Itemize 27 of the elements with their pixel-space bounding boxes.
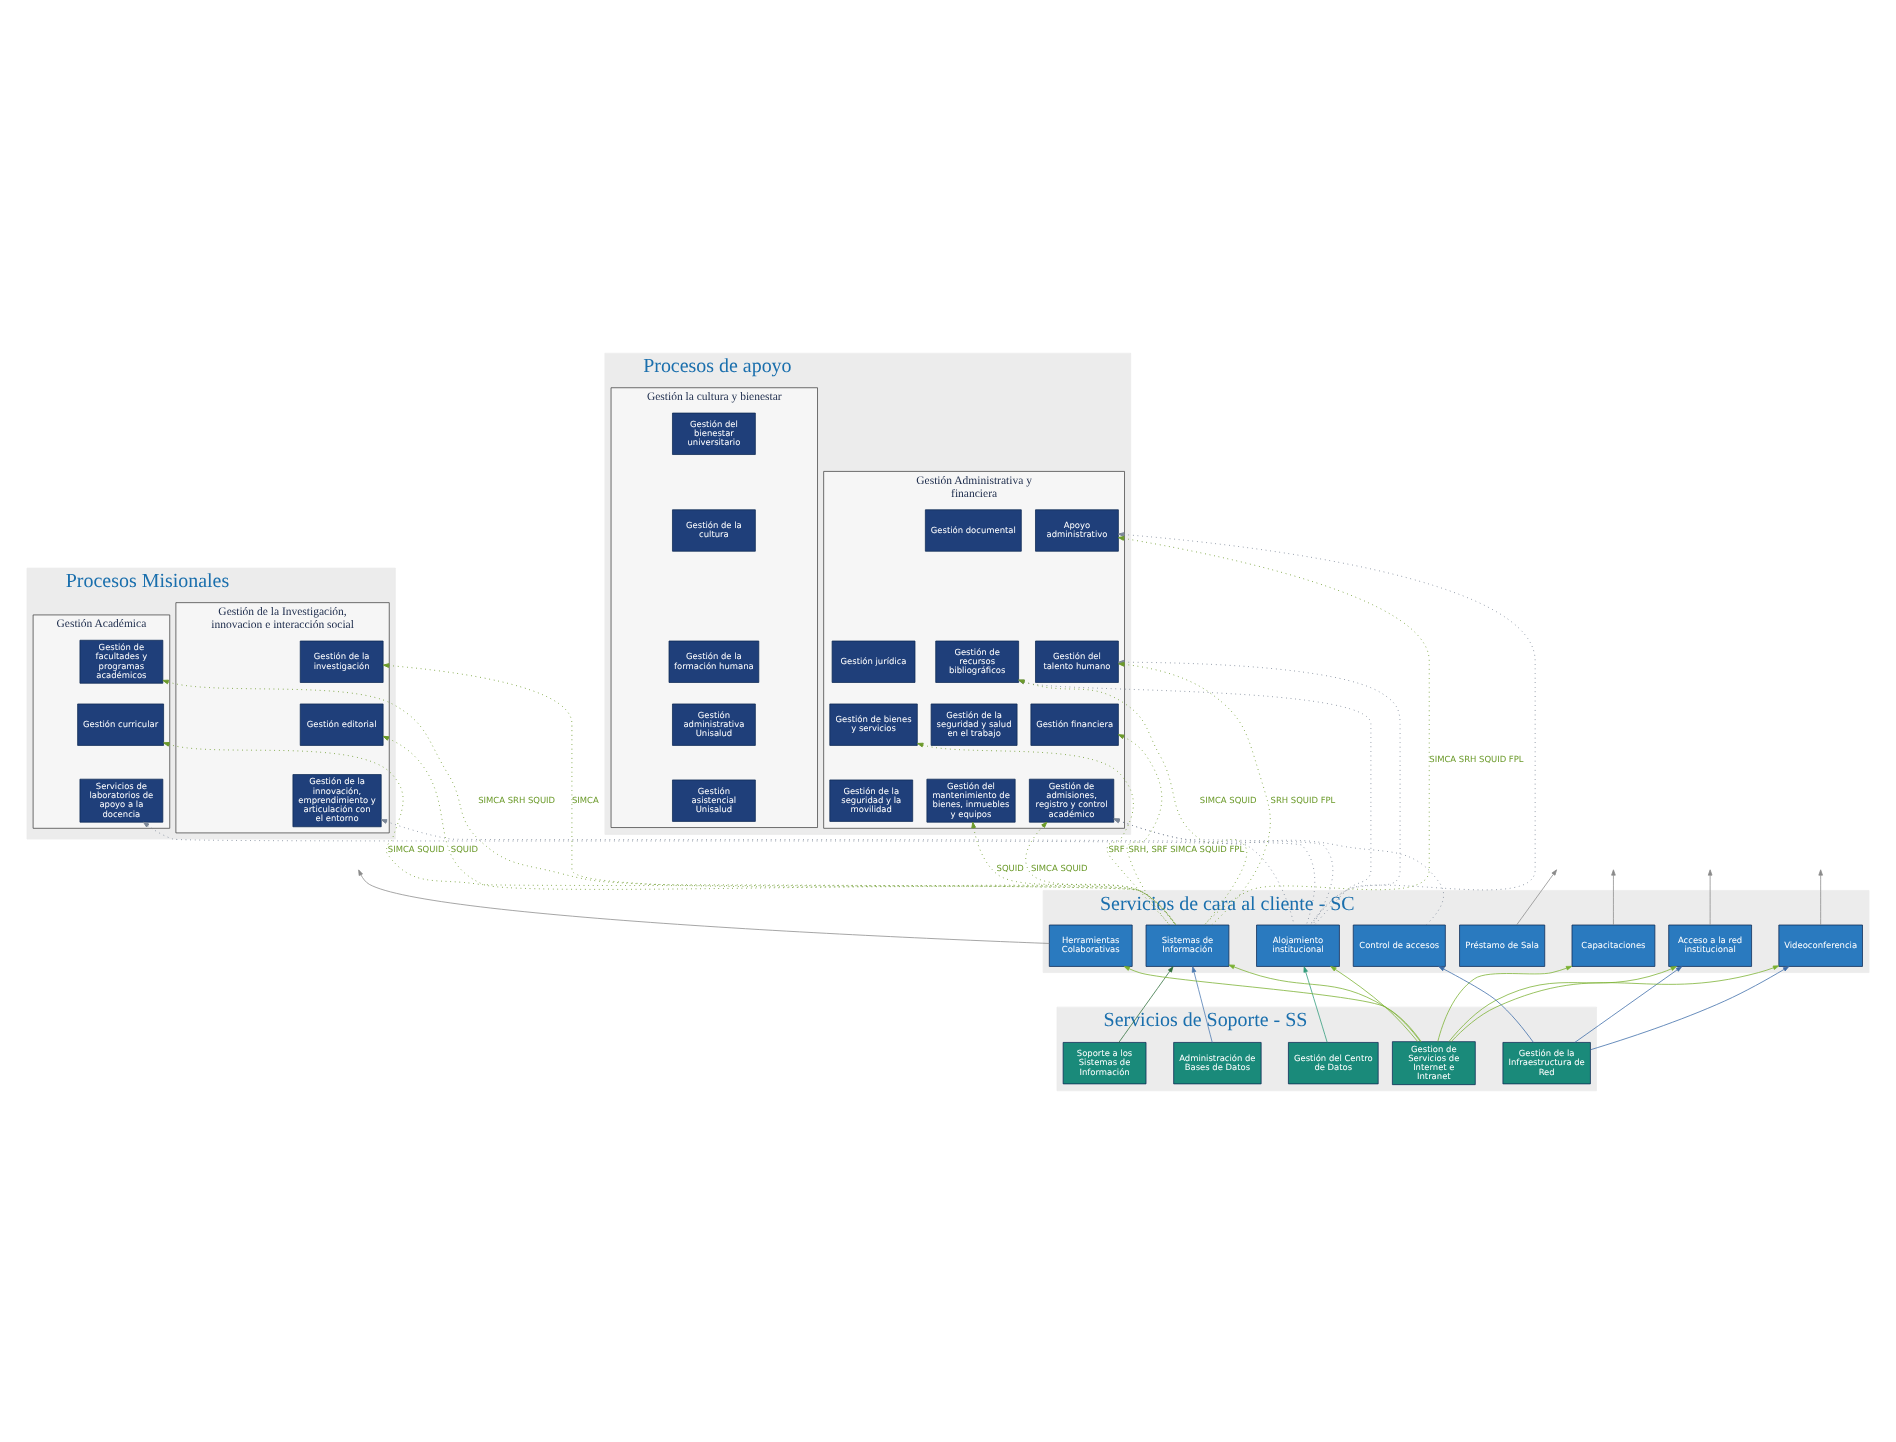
arrow [1117, 733, 1170, 925]
arrow [1574, 965, 1683, 1042]
arrow [1228, 963, 1421, 1041]
arrow [358, 868, 1050, 943]
arrow [142, 820, 1295, 925]
arrow [162, 678, 1177, 925]
arrow [1818, 868, 1823, 925]
arrow [1448, 965, 1677, 1041]
arrow [1191, 965, 1213, 1042]
arrow [1590, 965, 1790, 1050]
arrow [382, 734, 1177, 925]
arrow [1516, 868, 1557, 925]
arrow [1118, 965, 1174, 1042]
arrow [1437, 964, 1573, 1041]
arrow [382, 662, 1177, 925]
arrow [1123, 965, 1422, 1041]
arrow [1330, 965, 1419, 1041]
arrow [163, 741, 1177, 925]
arrow [917, 741, 1171, 925]
arrow [1707, 868, 1713, 925]
arrow [1303, 965, 1328, 1042]
arrow [1450, 964, 1780, 1041]
arrow [1018, 678, 1372, 925]
arrow [971, 820, 1176, 925]
arrow [1611, 868, 1616, 925]
arrow [1018, 678, 1248, 925]
arrow [1438, 965, 1534, 1042]
